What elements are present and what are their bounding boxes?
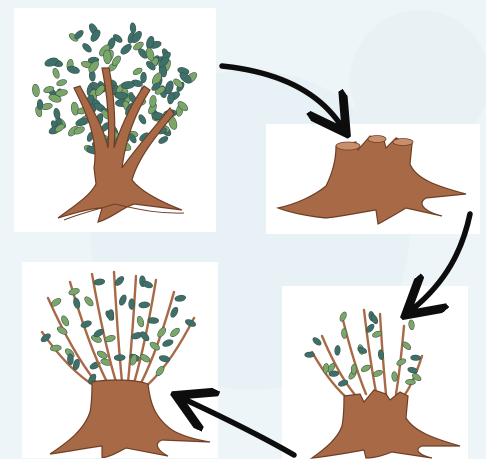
leaf [118, 294, 128, 306]
leaf [130, 22, 137, 33]
stem [134, 280, 156, 383]
leaf [114, 354, 125, 361]
leaf [311, 336, 322, 347]
leaf [136, 315, 145, 327]
leaf [32, 84, 40, 97]
leaf [341, 328, 347, 338]
leaf [93, 278, 105, 285]
leaf [408, 320, 415, 331]
leaf [334, 345, 340, 355]
leaf [72, 297, 81, 309]
leaf [405, 379, 415, 385]
leaf [108, 309, 114, 320]
stem [144, 318, 194, 388]
leaf [184, 318, 197, 328]
new-shoots [305, 310, 423, 402]
leaf [53, 108, 61, 120]
leaf [156, 326, 167, 338]
leaf [391, 371, 397, 381]
leaf [129, 299, 135, 310]
panel-cut-stump [266, 124, 480, 234]
coppiced-trunk-base [50, 380, 210, 458]
panel-coppiced-tree [22, 262, 218, 458]
leaf [83, 295, 95, 307]
leaf [157, 135, 169, 145]
leaf [141, 280, 153, 290]
leaf [56, 78, 68, 87]
leaf [329, 371, 339, 377]
stem [128, 276, 136, 382]
leaf [339, 311, 348, 322]
leaf [52, 67, 61, 79]
leaf [360, 364, 371, 374]
leaf [121, 81, 135, 89]
leaf [67, 354, 74, 365]
leaf [174, 294, 186, 302]
leaf [407, 366, 418, 374]
mature-tree-illustration [14, 8, 216, 232]
stump-illustration [266, 124, 480, 234]
regrowth-stump [312, 390, 460, 458]
leaf [37, 99, 43, 110]
leaf [119, 42, 133, 56]
leaf [169, 306, 179, 319]
leaf [372, 369, 383, 378]
leaf [411, 355, 421, 361]
panel-mature-tree [14, 8, 216, 232]
leaf [104, 334, 116, 343]
coppice-stems [40, 272, 197, 390]
leaf [148, 317, 159, 324]
stump [278, 136, 466, 224]
regrowth-illustration [282, 286, 468, 459]
stem [114, 272, 122, 382]
leaf [68, 287, 80, 296]
leaf [81, 42, 93, 54]
panel-regrowth [282, 286, 468, 459]
leaf [351, 364, 357, 374]
leaf [139, 301, 150, 308]
leaf [305, 352, 315, 358]
leaf [140, 72, 146, 83]
leaf [169, 326, 181, 338]
leaf [158, 354, 170, 363]
leaf [70, 102, 79, 116]
coppiced-tree-illustration [22, 262, 218, 458]
leaf [137, 113, 147, 125]
stem [48, 298, 100, 387]
leaf [162, 338, 174, 348]
